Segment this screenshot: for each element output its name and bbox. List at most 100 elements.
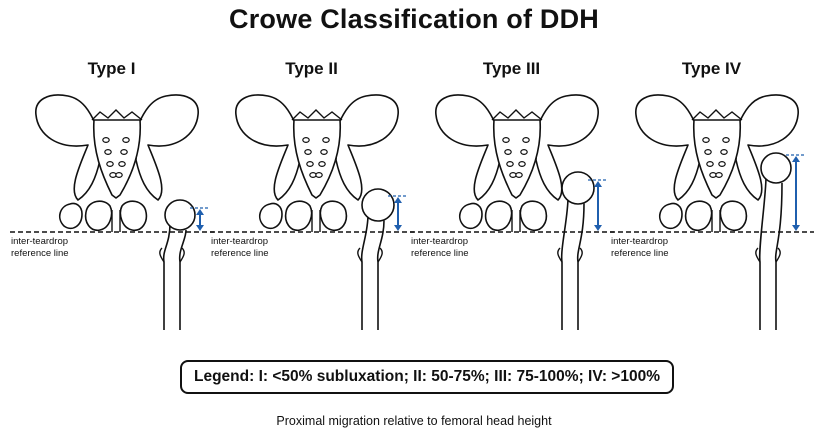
left-obturator-foramen xyxy=(84,200,113,232)
lesser-trochanter xyxy=(357,247,383,263)
sacral-foramen xyxy=(304,149,312,156)
reference-line-label: inter-teardrop reference line xyxy=(611,236,721,260)
reference-line-label-line2: reference line xyxy=(211,248,269,259)
femoral-head xyxy=(361,188,395,222)
sacral-foramen xyxy=(104,149,112,156)
sacral-foramen xyxy=(706,161,714,168)
sacral-foramen xyxy=(522,137,530,144)
migration-arrow-head-up xyxy=(196,209,204,215)
reference-line-label-line2: reference line xyxy=(611,248,669,259)
sacral-foramen xyxy=(115,172,123,179)
femur-shaft xyxy=(560,197,585,330)
lesser-trochanter xyxy=(159,247,185,263)
panel-title: Type II xyxy=(285,59,338,78)
left-iliac-wing xyxy=(35,94,101,201)
sacral-foramen xyxy=(302,137,310,144)
pelvis-illustration xyxy=(610,94,814,330)
left-obturator-foramen xyxy=(684,200,713,232)
sacral-foramen xyxy=(720,149,728,156)
left-acetabulum xyxy=(658,202,683,230)
left-obturator-foramen xyxy=(284,200,313,232)
pelvis-illustration xyxy=(210,94,414,330)
right-obturator-foramen xyxy=(719,200,748,232)
migration-arrow-head-down xyxy=(792,225,800,231)
pubic-symphysis xyxy=(311,210,321,232)
reference-line-label-line2: reference line xyxy=(411,248,469,259)
sacral-foramen xyxy=(502,137,510,144)
diagram-title: Crowe Classification of DDH xyxy=(229,4,599,34)
sacral-foramen xyxy=(118,161,126,168)
right-iliac-wing xyxy=(535,94,599,201)
reference-line-label-line1: inter-teardrop xyxy=(211,236,269,247)
migration-arrow-head-up xyxy=(394,197,402,203)
reference-line-label: inter-teardrop reference line xyxy=(211,236,321,260)
right-iliac-wing xyxy=(335,94,399,201)
reference-line-label: inter-teardrop reference line xyxy=(411,236,521,260)
left-obturator-foramen xyxy=(484,200,513,232)
migration-arrow-head-up xyxy=(792,156,800,162)
reference-line-label: inter-teardrop reference line xyxy=(11,236,121,260)
left-iliac-wing xyxy=(635,94,701,201)
sacral-foramen xyxy=(515,172,523,179)
panel-type-iii: Type III inter-teardrop reference line xyxy=(408,0,615,340)
sacral-foramen xyxy=(102,137,110,144)
lesser-trochanter xyxy=(557,247,583,263)
sacrum xyxy=(692,119,742,199)
sacral-ridge xyxy=(91,109,143,121)
pubic-symphysis xyxy=(511,210,521,232)
sacrum xyxy=(92,119,142,199)
sacral-ridge xyxy=(291,109,343,121)
pelvis-illustration xyxy=(10,94,214,330)
right-iliac-wing xyxy=(135,94,199,201)
pubic-symphysis xyxy=(711,210,721,232)
left-iliac-wing xyxy=(235,94,301,201)
right-obturator-foramen xyxy=(119,200,148,232)
right-iliac-wing xyxy=(735,94,799,201)
panel-title: Type III xyxy=(482,59,541,78)
panel-type-i: Type I inter-teardrop reference line xyxy=(8,0,215,340)
sacral-ridge xyxy=(491,109,543,121)
sacral-foramen xyxy=(702,137,710,144)
reference-line-label-line1: inter-teardrop xyxy=(11,236,69,247)
sacrum xyxy=(292,119,342,199)
sacral-foramen xyxy=(318,161,326,168)
left-iliac-wing xyxy=(435,94,501,201)
sacral-foramen xyxy=(715,172,723,179)
sacral-foramen xyxy=(718,161,726,168)
migration-arrow-head-down xyxy=(394,225,402,231)
pubic-symphysis xyxy=(111,210,121,232)
panel-type-iv: Type IV inter-teardrop reference line xyxy=(608,0,815,340)
migration-arrow-head-up xyxy=(594,181,602,187)
femur-shaft xyxy=(758,176,783,330)
right-obturator-foramen xyxy=(319,200,348,232)
footnote: Proximal migration relative to femoral h… xyxy=(276,414,552,428)
panel-title: Type IV xyxy=(681,59,742,78)
sacral-foramen xyxy=(518,161,526,168)
panel-title: Type I xyxy=(87,59,136,78)
sacrum xyxy=(492,119,542,199)
panel-type-ii: Type II inter-teardrop reference line xyxy=(208,0,415,340)
sacral-foramen xyxy=(122,137,130,144)
left-acetabulum xyxy=(58,202,83,230)
sacral-foramen xyxy=(504,149,512,156)
pelvis-illustration xyxy=(410,94,614,330)
sacral-foramen xyxy=(520,149,528,156)
sacral-foramen xyxy=(704,149,712,156)
femoral-head xyxy=(760,152,792,184)
femur-shaft xyxy=(162,223,187,330)
lesser-trochanter xyxy=(755,247,781,263)
femoral-head xyxy=(561,171,595,205)
sacral-foramen xyxy=(722,137,730,144)
left-acetabulum xyxy=(258,202,283,230)
left-acetabulum xyxy=(458,202,483,230)
sacral-foramen xyxy=(322,137,330,144)
sacral-foramen xyxy=(506,161,514,168)
legend-box: Legend: I: <50% subluxation; II: 50-75%;… xyxy=(180,360,674,394)
migration-arrow-head-down xyxy=(594,225,602,231)
reference-line-label-line2: reference line xyxy=(11,248,69,259)
reference-line-label-line1: inter-teardrop xyxy=(411,236,469,247)
reference-line-label-line1: inter-teardrop xyxy=(611,236,669,247)
legend-text: Legend: I: <50% subluxation; II: 50-75%;… xyxy=(193,368,660,385)
sacral-foramen xyxy=(106,161,114,168)
femoral-head xyxy=(164,199,196,231)
